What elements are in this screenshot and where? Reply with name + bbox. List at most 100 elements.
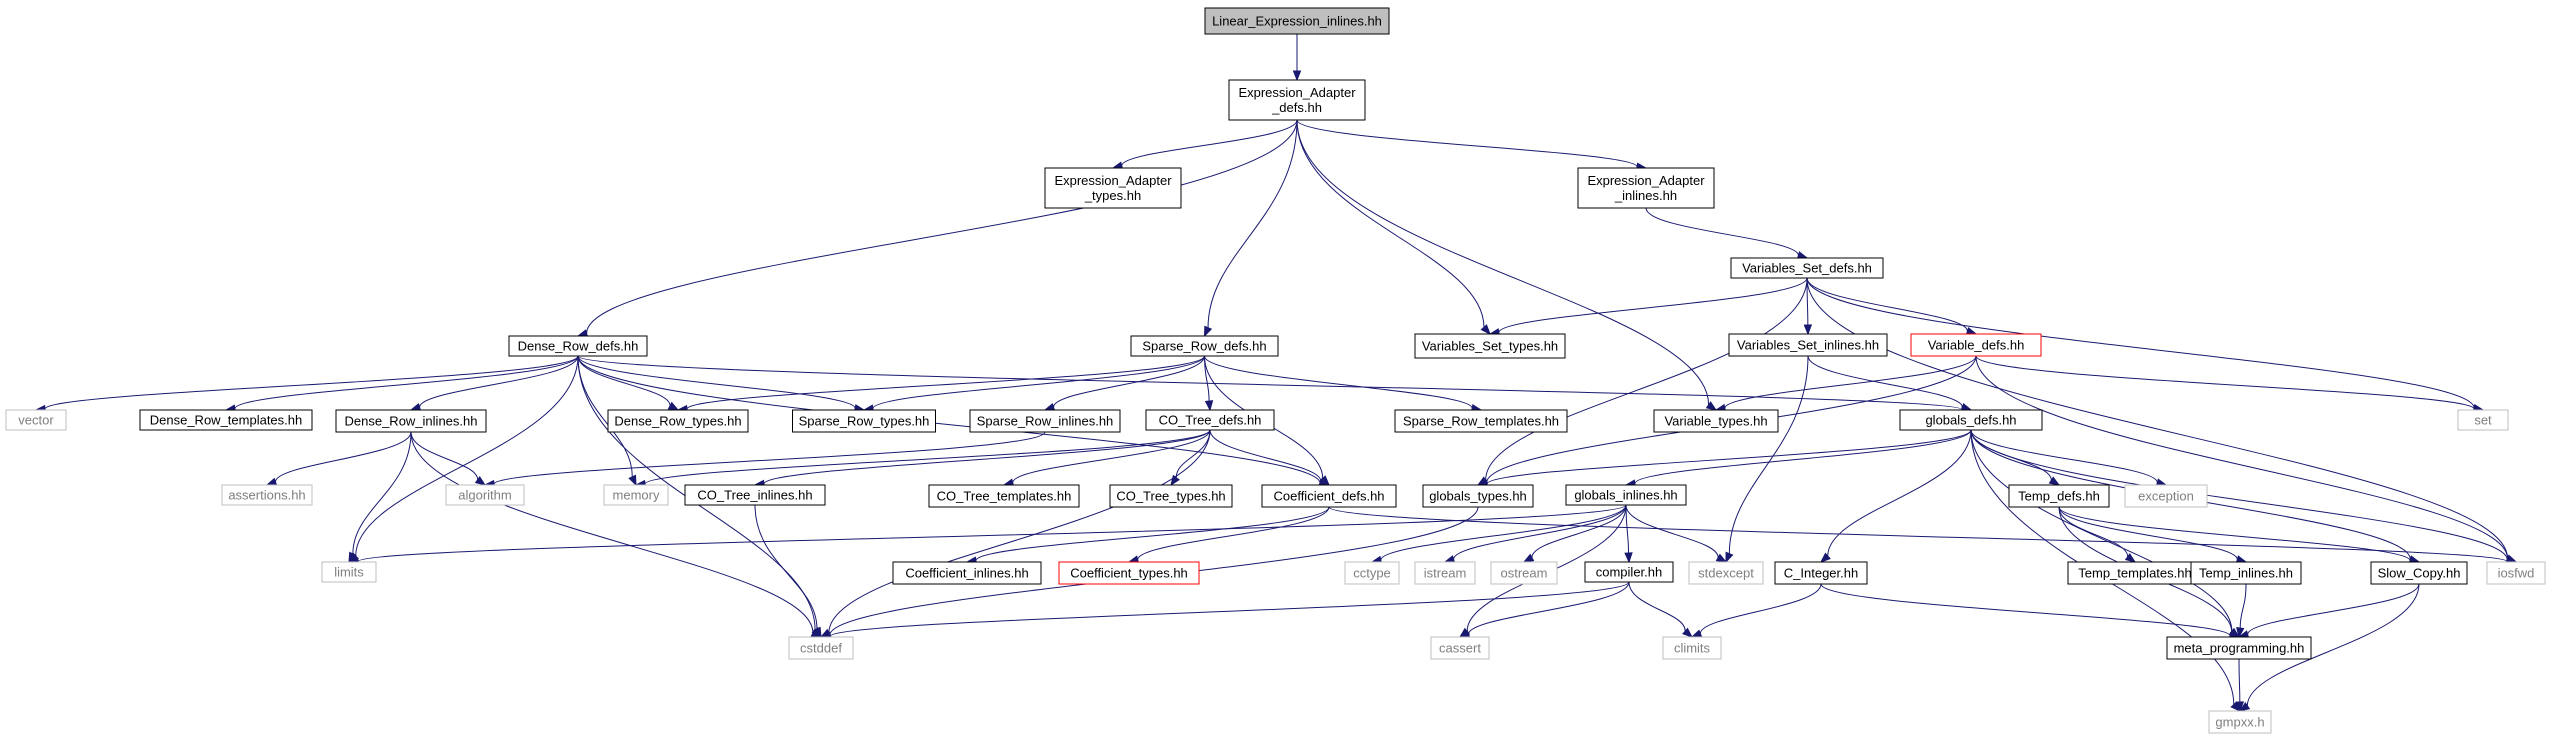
node-drtm[interactable]: Dense_Row_templates.hh bbox=[139, 409, 313, 431]
edge-drd-to-drt bbox=[577, 355, 680, 411]
node-cint[interactable]: C_Integer.hh bbox=[1774, 561, 1868, 585]
node-cassert[interactable]: cassert bbox=[1430, 636, 1490, 660]
node-label: algorithm bbox=[458, 488, 511, 503]
node-gt[interactable]: globals_types.hh bbox=[1422, 484, 1534, 508]
edge-cint-to-climits bbox=[1690, 583, 1822, 638]
node-sri[interactable]: Sparse_Row_inlines.hh bbox=[969, 409, 1121, 433]
node-assertions[interactable]: assertions.hh bbox=[221, 484, 313, 506]
node-vt[interactable]: Variable_types.hh bbox=[1653, 409, 1779, 433]
node-label: vector bbox=[18, 413, 54, 428]
node-algorithm[interactable]: algorithm bbox=[445, 484, 525, 506]
node-exception[interactable]: exception bbox=[2124, 484, 2208, 508]
node-cottm[interactable]: CO_Tree_templates.hh bbox=[928, 484, 1080, 508]
edge-tmd-to-tmi bbox=[2058, 506, 2248, 564]
edge-cd-to-ci bbox=[965, 506, 1330, 565]
node-sc[interactable]: Slow_Copy.hh bbox=[2370, 561, 2468, 585]
edge-tmd-to-tmtm bbox=[2058, 506, 2137, 563]
node-label: cctype bbox=[1353, 566, 1391, 581]
node-label: istream bbox=[1424, 566, 1467, 581]
node-drd[interactable]: Dense_Row_defs.hh bbox=[508, 335, 648, 357]
node-label: exception bbox=[2138, 489, 2194, 504]
node-cstddef[interactable]: cstddef bbox=[788, 636, 854, 660]
node-ostream[interactable]: ostream bbox=[1490, 561, 1558, 585]
node-ead[interactable]: Expression_Adapter_defs.hh bbox=[1228, 79, 1366, 121]
node-tmd[interactable]: Temp_defs.hh bbox=[2008, 484, 2110, 508]
node-drt[interactable]: Dense_Row_types.hh bbox=[607, 409, 749, 433]
node-cott[interactable]: CO_Tree_types.hh bbox=[1109, 484, 1233, 508]
node-box bbox=[1145, 409, 1275, 431]
node-cctype[interactable]: cctype bbox=[1344, 561, 1400, 585]
node-mp[interactable]: meta_programming.hh bbox=[2166, 636, 2312, 660]
node-label: Dense_Row_inlines.hh bbox=[345, 414, 478, 429]
node-memory[interactable]: memory bbox=[603, 484, 669, 506]
node-gmpxx[interactable]: gmpxx.h bbox=[2208, 710, 2272, 734]
edge-vd-to-set bbox=[1975, 355, 2485, 414]
edge-srd-to-srt bbox=[862, 355, 1205, 413]
edge-ead-to-drd bbox=[576, 119, 1298, 338]
node-gi[interactable]: globals_inlines.hh bbox=[1565, 484, 1687, 506]
header-file-nodes: Linear_Expression_inlines.hhExpression_A… bbox=[5, 7, 2546, 734]
node-tmi[interactable]: Temp_inlines.hh bbox=[2190, 561, 2302, 585]
node-vsi[interactable]: Variables_Set_inlines.hh bbox=[1728, 333, 1888, 357]
node-box bbox=[2370, 561, 2468, 585]
node-dri[interactable]: Dense_Row_inlines.hh bbox=[335, 409, 487, 433]
node-srtm[interactable]: Sparse_Row_templates.hh bbox=[1394, 409, 1568, 433]
node-compiler[interactable]: compiler.hh bbox=[1584, 561, 1674, 583]
node-vsd[interactable]: Variables_Set_defs.hh bbox=[1730, 257, 1884, 279]
node-iosfwd[interactable]: iosfwd bbox=[2486, 561, 2546, 585]
edge-gd-to-gi bbox=[1624, 429, 1972, 488]
node-label: Variable_types.hh bbox=[1664, 414, 1767, 429]
node-label: _types.hh bbox=[1084, 188, 1141, 203]
node-cotd[interactable]: CO_Tree_defs.hh bbox=[1145, 409, 1275, 431]
edge-gd-to-mp bbox=[1970, 429, 2241, 638]
node-box bbox=[1577, 167, 1715, 209]
edge-vsd-to-vd bbox=[1806, 277, 1978, 336]
node-label: globals_types.hh bbox=[1429, 489, 1527, 504]
node-label: Coefficient_inlines.hh bbox=[905, 566, 1028, 581]
node-label: CO_Tree_inlines.hh bbox=[697, 488, 812, 503]
node-eat[interactable]: Expression_Adapter_types.hh bbox=[1044, 167, 1182, 209]
node-istream[interactable]: istream bbox=[1414, 561, 1476, 585]
node-srt[interactable]: Sparse_Row_types.hh bbox=[792, 409, 936, 433]
node-coti[interactable]: CO_Tree_inlines.hh bbox=[684, 484, 826, 506]
node-ci[interactable]: Coefficient_inlines.hh bbox=[892, 561, 1042, 585]
node-tmtm[interactable]: Temp_templates.hh bbox=[2067, 561, 2203, 585]
node-label: _inlines.hh bbox=[1614, 188, 1677, 203]
node-ct[interactable]: Coefficient_types.hh bbox=[1058, 561, 1200, 585]
edge-cd-to-iosfwd bbox=[1328, 506, 2518, 566]
node-gd[interactable]: globals_defs.hh bbox=[1899, 409, 2043, 431]
node-stdexcept[interactable]: stdexcept bbox=[1688, 561, 1764, 585]
edge-compiler-to-cstddef bbox=[819, 581, 1630, 641]
node-box bbox=[2008, 484, 2110, 508]
edge-cotd-to-cstddef bbox=[819, 429, 1211, 638]
edge-gi-to-stdexcept bbox=[1625, 504, 1728, 563]
node-box bbox=[892, 561, 1042, 585]
edge-gd-to-cint bbox=[1819, 429, 1972, 563]
edge-sri-to-algorithm bbox=[483, 431, 1046, 489]
node-srd[interactable]: Sparse_Row_defs.hh bbox=[1130, 335, 1279, 357]
node-vst[interactable]: Variables_Set_types.hh bbox=[1414, 333, 1566, 359]
node-eai[interactable]: Expression_Adapter_inlines.hh bbox=[1577, 167, 1715, 209]
node-cd[interactable]: Coefficient_defs.hh bbox=[1261, 484, 1397, 508]
node-vector[interactable]: vector bbox=[5, 409, 67, 431]
node-limits[interactable]: limits bbox=[321, 561, 377, 583]
edge-cotd-to-coti bbox=[753, 429, 1211, 489]
edge-drd-to-drtm bbox=[224, 355, 579, 413]
edge-gi-to-istream bbox=[1443, 504, 1627, 564]
node-climits[interactable]: climits bbox=[1662, 636, 1722, 660]
node-label: Temp_defs.hh bbox=[2018, 489, 2100, 504]
node-label: gmpxx.h bbox=[2215, 715, 2264, 730]
node-box bbox=[1109, 484, 1233, 508]
edge-sc-to-mp bbox=[2237, 583, 2420, 639]
node-label: CO_Tree_templates.hh bbox=[937, 489, 1072, 504]
node-root[interactable]: Linear_Expression_inlines.hh bbox=[1204, 7, 1390, 35]
node-box bbox=[1204, 7, 1390, 35]
node-box bbox=[1730, 257, 1884, 279]
node-box bbox=[2190, 561, 2302, 585]
edge-ead-to-vt bbox=[1296, 119, 1718, 411]
node-vd[interactable]: Variable_defs.hh bbox=[1910, 333, 2042, 357]
edge-coti-to-cstddef bbox=[754, 504, 822, 639]
node-box bbox=[445, 484, 525, 506]
edge-tmd-to-sc bbox=[2058, 506, 2421, 565]
node-set[interactable]: set bbox=[2457, 409, 2509, 431]
